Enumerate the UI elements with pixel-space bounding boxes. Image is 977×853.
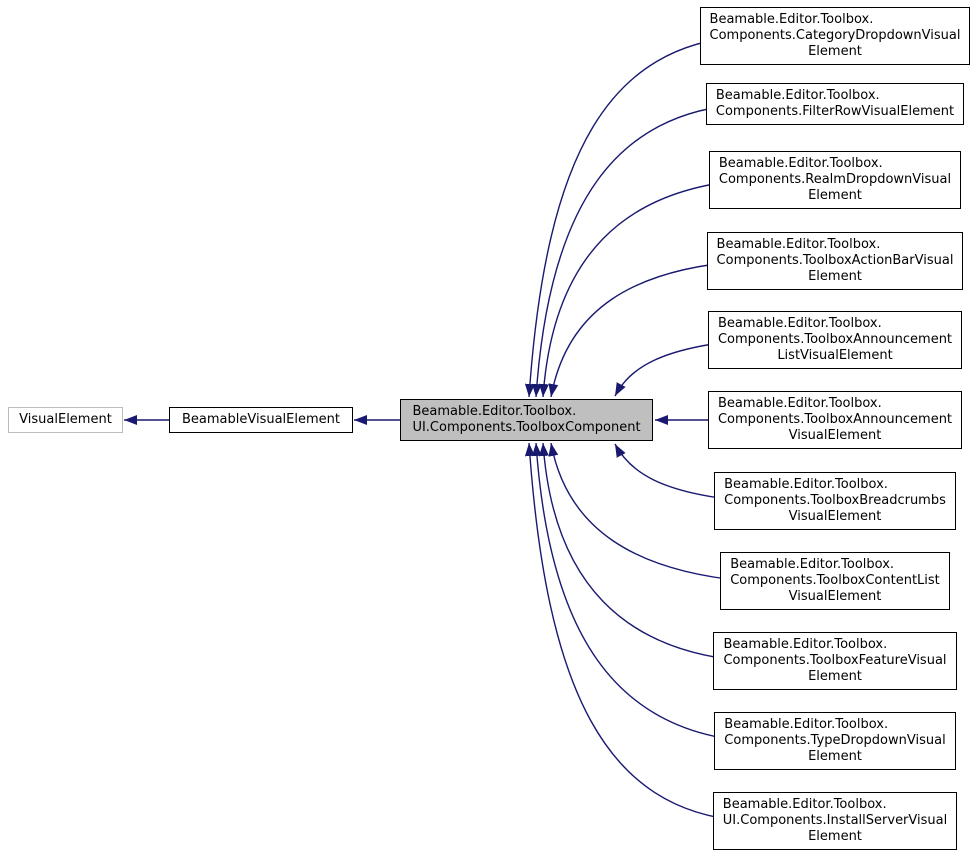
node-label-line: Beamable.Editor.Toolbox. <box>715 88 880 103</box>
node-label-line: Element <box>808 829 862 844</box>
node-label-line: Components.ToolboxContentList <box>730 573 940 588</box>
node-filter-row-visual-element[interactable]: Beamable.Editor.Toolbox.Components.Filte… <box>705 83 965 125</box>
node-label-line: UI.Components.InstallServerVisual <box>722 813 948 828</box>
node-label-line: Beamable.Editor.Toolbox. <box>718 156 883 171</box>
node-toolbox-announcement-list-visual-element[interactable]: Beamable.Editor.Toolbox.Components.Toolb… <box>707 311 963 369</box>
node-label-line: Components.ToolboxAnnouncement <box>717 412 953 427</box>
node-realm-dropdown-visual-element[interactable]: Beamable.Editor.Toolbox.Components.Realm… <box>708 151 962 209</box>
node-toolbox-action-bar-visual-element[interactable]: Beamable.Editor.Toolbox.Components.Toolb… <box>706 232 964 290</box>
derived-slot: Beamable.Editor.Toolbox.Components.Categ… <box>698 7 972 65</box>
derived-slot: Beamable.Editor.Toolbox.Components.Toolb… <box>698 232 972 290</box>
node-label-line: Beamable.Editor.Toolbox. <box>717 396 882 411</box>
node-label-line: Components.ToolboxBreadcrumbs <box>724 493 946 508</box>
edge-installserver-to-toolboxcomponent <box>524 442 746 822</box>
edge-toolboxcontentlist-to-toolboxcomponent <box>548 442 746 582</box>
node-label-line: Components.FilterRowVisualElement <box>715 104 955 119</box>
node-toolbox-breadcrumbs-visual-element[interactable]: Beamable.Editor.Toolbox.Components.Toolb… <box>714 472 956 530</box>
node-toolbox-component-focus: Beamable.Editor.Toolbox.UI.Components.To… <box>400 399 653 441</box>
node-label-line: VisualElement <box>788 589 882 604</box>
derived-slot: Beamable.Editor.Toolbox.Components.Toolb… <box>698 311 972 369</box>
node-label-line: ListVisualElement <box>777 348 893 363</box>
node-label-line: Beamable.Editor.Toolbox. <box>723 637 888 652</box>
edge-typedropdown-to-toolboxcomponent <box>531 442 746 742</box>
node-label-line: VisualElement <box>788 428 882 443</box>
node-beamable-visual-element[interactable]: BeamableVisualElement <box>169 407 353 433</box>
node-label-line: Beamable.Editor.Toolbox. <box>724 717 889 732</box>
node-category-dropdown-visual-element[interactable]: Beamable.Editor.Toolbox.Components.Categ… <box>699 7 971 65</box>
node-label-line: UI.Components.ToolboxComponent <box>412 420 641 435</box>
node-label-line: Beamable.Editor.Toolbox. <box>709 12 874 27</box>
node-label-line: Element <box>808 749 862 764</box>
node-label-line: Beamable.Editor.Toolbox. <box>730 557 895 572</box>
node-type-dropdown-visual-element[interactable]: Beamable.Editor.Toolbox.Components.TypeD… <box>714 712 956 770</box>
edge-realmdropdown-to-toolboxcomponent <box>538 179 746 398</box>
node-label-line: Element <box>808 269 862 284</box>
node-label-line: Beamable.Editor.Toolbox. <box>722 797 887 812</box>
edge-categorydropdown-to-toolboxcomponent <box>524 35 746 398</box>
node-label-line: Beamable.Editor.Toolbox. <box>717 316 882 331</box>
node-label-line: Element <box>808 669 862 684</box>
node-install-server-visual-element[interactable]: Beamable.Editor.Toolbox.UI.Components.In… <box>712 792 958 850</box>
node-label-line: Beamable.Editor.Toolbox. <box>412 404 577 419</box>
node-label: Beamable.Editor.Toolbox.UI.Components.To… <box>412 404 640 436</box>
node-label-line: VisualElement <box>788 509 882 524</box>
derived-slot: Beamable.Editor.Toolbox.Components.Filte… <box>698 83 972 125</box>
node-toolbox-announcement-visual-element[interactable]: Beamable.Editor.Toolbox.Components.Toolb… <box>707 391 963 449</box>
edge-filterrow-to-toolboxcomponent <box>531 103 746 398</box>
node-label-line: Components.ToolboxFeatureVisual <box>723 653 947 668</box>
node-label-line: Beamable.Editor.Toolbox. <box>724 477 888 492</box>
derived-slot: Beamable.Editor.Toolbox.Components.Realm… <box>698 151 972 209</box>
node-label-line: Components.RealmDropdownVisual <box>718 172 952 187</box>
node-label-line: Beamable.Editor.Toolbox. <box>716 237 881 252</box>
node-label-line: Components.TypeDropdownVisual <box>724 733 946 748</box>
node-visual-element: VisualElement <box>8 407 123 433</box>
edge-toolboxactionbar-to-toolboxcomponent <box>548 260 746 398</box>
derived-slot: Beamable.Editor.Toolbox.Components.Toolb… <box>698 391 972 449</box>
derived-slot: Beamable.Editor.Toolbox.Components.Toolb… <box>698 472 972 530</box>
node-label-line: Element <box>808 188 862 203</box>
derived-slot: Beamable.Editor.Toolbox.Components.Toolb… <box>698 552 972 610</box>
derived-slot: Beamable.Editor.Toolbox.Components.TypeD… <box>698 712 972 770</box>
node-label-line: Components.ToolboxActionBarVisual <box>716 253 954 268</box>
derived-slot: Beamable.Editor.Toolbox.Components.Toolb… <box>698 632 972 690</box>
node-label-line: Element <box>808 44 862 59</box>
edge-toolboxfeature-to-toolboxcomponent <box>538 442 746 662</box>
node-label-line: Components.CategoryDropdownVisual <box>709 28 961 43</box>
node-toolbox-feature-visual-element[interactable]: Beamable.Editor.Toolbox.Components.Toolb… <box>713 632 957 690</box>
derived-slot: Beamable.Editor.Toolbox.UI.Components.In… <box>698 792 972 850</box>
node-toolbox-content-list-visual-element[interactable]: Beamable.Editor.Toolbox.Components.Toolb… <box>720 552 950 610</box>
node-label-line: Components.ToolboxAnnouncement <box>717 332 953 347</box>
